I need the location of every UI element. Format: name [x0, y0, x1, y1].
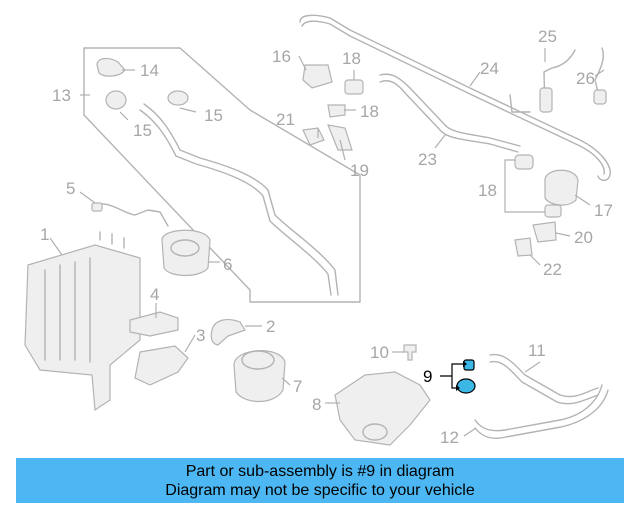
caption-banner: Part or sub-assembly is #9 in diagram Di… [16, 458, 624, 503]
callout-11: 11 [528, 341, 546, 360]
part-2-hose [210, 319, 246, 346]
part-4-valve [129, 311, 179, 337]
leader-9 [440, 363, 463, 389]
callout-2: 2 [266, 317, 275, 336]
part-19-bracket [327, 124, 353, 151]
callout-20: 20 [574, 228, 593, 247]
callout-18b: 18 [360, 102, 379, 121]
callout-10: 10 [370, 343, 389, 362]
part-15-clamp-a [105, 90, 127, 110]
part-18-gasket-d [544, 204, 562, 218]
callout-21: 21 [276, 110, 295, 129]
part-12-hose [474, 384, 603, 432]
callout-8: 8 [312, 395, 321, 414]
part-25-sensor [543, 49, 576, 113]
callout-4: 4 [150, 285, 159, 304]
callout-19: 19 [350, 161, 369, 180]
part-18-gasket-b [327, 104, 346, 118]
part-17-valve [544, 169, 579, 206]
part-5-sensor [91, 203, 169, 227]
caption-line-1: Part or sub-assembly is #9 in diagram [185, 462, 455, 480]
part-20-bracket [532, 221, 557, 243]
part-10-bolt [403, 344, 417, 361]
callout-3: 3 [196, 326, 205, 345]
callout-26: 26 [576, 69, 595, 88]
callout-7: 7 [293, 377, 302, 396]
callout-24: 24 [480, 59, 499, 78]
callout-15b: 15 [204, 106, 223, 125]
callout-25: 25 [538, 27, 557, 46]
callout-18c: 18 [478, 181, 497, 200]
pipe-in-box [143, 103, 339, 296]
part-16-valve [302, 64, 333, 89]
hose-24 [299, 14, 611, 182]
callout-5: 5 [66, 179, 75, 198]
callout-12: 12 [440, 428, 459, 447]
caption-line-2: Diagram may not be specific to your vehi… [165, 481, 475, 499]
hose-23 [379, 73, 521, 147]
part-21-bracket [302, 127, 325, 146]
callout-9: 9 [423, 367, 432, 386]
group-box-13 [83, 47, 361, 303]
part-18-gasket-a [344, 79, 364, 95]
part-26-sensor [594, 47, 604, 101]
callout-16: 16 [272, 47, 291, 66]
callout-14: 14 [140, 61, 159, 80]
part-14-hose-end [96, 57, 126, 77]
callout-23: 23 [418, 150, 437, 169]
part-11-hose [489, 353, 599, 398]
callout-6: 6 [223, 255, 232, 274]
part-3-bracket [134, 345, 189, 386]
callout-22: 22 [543, 260, 562, 279]
parts-diagram: 13 14 15 15 16 18 18 21 19 25 26 24 23 1… [24, 14, 613, 447]
callout-13: 13 [52, 86, 71, 105]
part-15-clamp-b [167, 90, 189, 106]
callout-17: 17 [594, 201, 613, 220]
part-9-grommet [456, 378, 476, 394]
callout-18a: 18 [342, 49, 361, 68]
part-8-bracket [334, 371, 431, 446]
part-18-gasket-c [514, 154, 534, 170]
callout-15a: 15 [133, 121, 152, 140]
part-1-canister [24, 244, 141, 412]
part-6-pump [161, 229, 211, 277]
callout-1: 1 [40, 225, 49, 244]
part-22-bracket [514, 237, 533, 257]
